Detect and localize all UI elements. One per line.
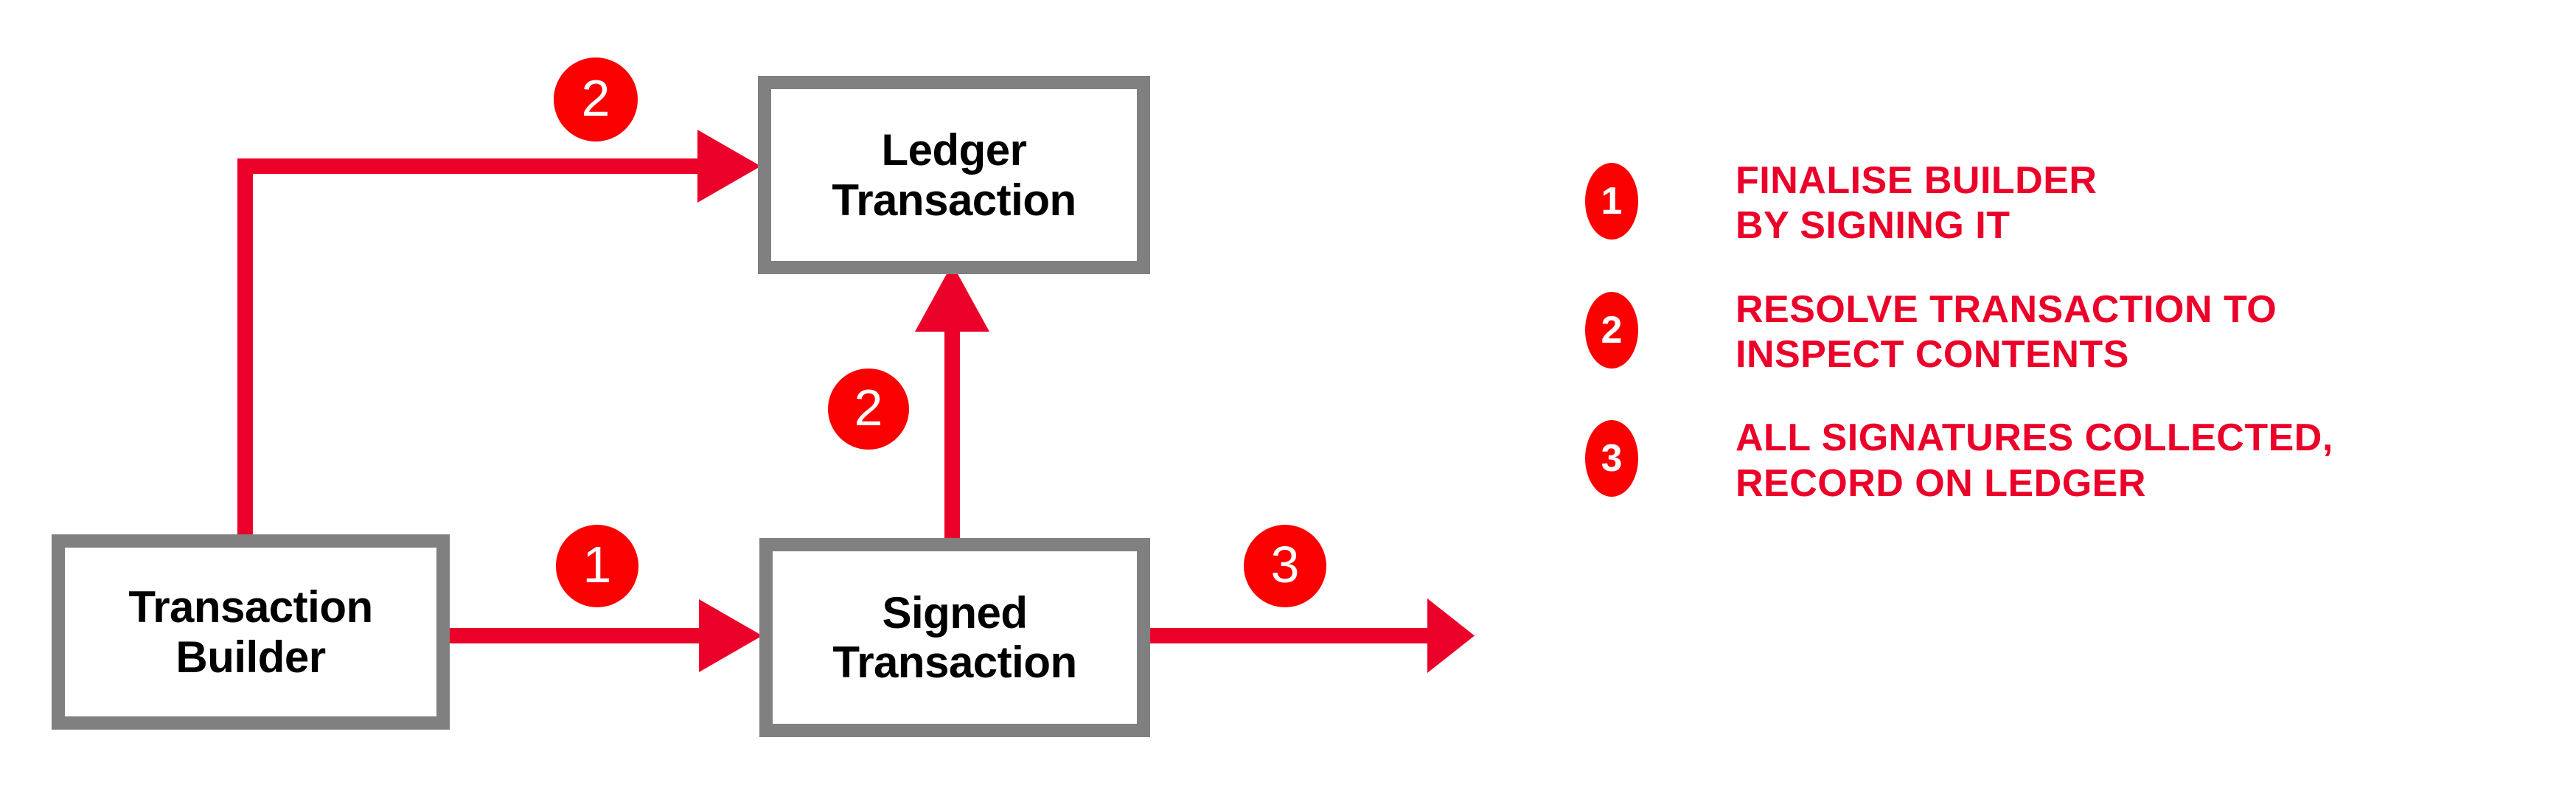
legend-item-1-text: FINALISE BUILDER BY SIGNING IT [1736,159,2098,248]
flow-badge-step-1: 1 [556,525,638,607]
legend: 1 FINALISE BUILDER BY SIGNING IT 2 RESOL… [1585,158,2544,545]
connector-signed-to-ledger [915,264,989,542]
node-ledger-transaction-label: Ledger Transaction [832,125,1076,225]
flow-badge-step-3: 3 [1244,525,1326,607]
legend-badge-number: 3 [1601,437,1623,481]
flow-badge-number: 2 [581,69,610,127]
flow-badge-step-2-top: 2 [554,57,638,142]
connector-signed-to-record [1141,598,1475,673]
legend-badge-number: 1 [1601,180,1623,223]
legend-badge-number: 2 [1601,308,1623,352]
legend-item-2-text: RESOLVE TRANSACTION TO INSPECT CONTENTS [1736,287,2277,377]
node-transaction-builder[interactable]: Transaction Builder [52,534,450,730]
node-signed-transaction[interactable]: Signed Transaction [759,538,1150,737]
legend-item-3-text: ALL SIGNATURES COLLECTED, RECORD ON LEDG… [1736,416,2333,505]
legend-badge-2-icon: 2 [1585,291,1638,369]
node-ledger-transaction[interactable]: Ledger Transaction [758,76,1150,274]
flow-badge-number: 2 [854,379,883,436]
legend-item-3: 3 ALL SIGNATURES COLLECTED, RECORD ON LE… [1585,416,2544,506]
legend-item-2: 2 RESOLVE TRANSACTION TO INSPECT CONTENT… [1585,287,2544,378]
flow-badge-number: 3 [1270,536,1300,593]
node-signed-transaction-label: Signed Transaction [832,587,1077,687]
flow-badge-step-2-middle: 2 [828,369,909,450]
legend-badge-3-icon: 3 [1585,420,1638,498]
flow-badge-number: 1 [582,536,612,593]
node-transaction-builder-label: Transaction Builder [128,582,373,682]
connector-builder-to-signed [445,599,762,672]
legend-item-1: 1 FINALISE BUILDER BY SIGNING IT [1585,158,2544,249]
legend-badge-1-icon: 1 [1585,163,1638,240]
connector-builder-to-ledger [237,130,761,542]
